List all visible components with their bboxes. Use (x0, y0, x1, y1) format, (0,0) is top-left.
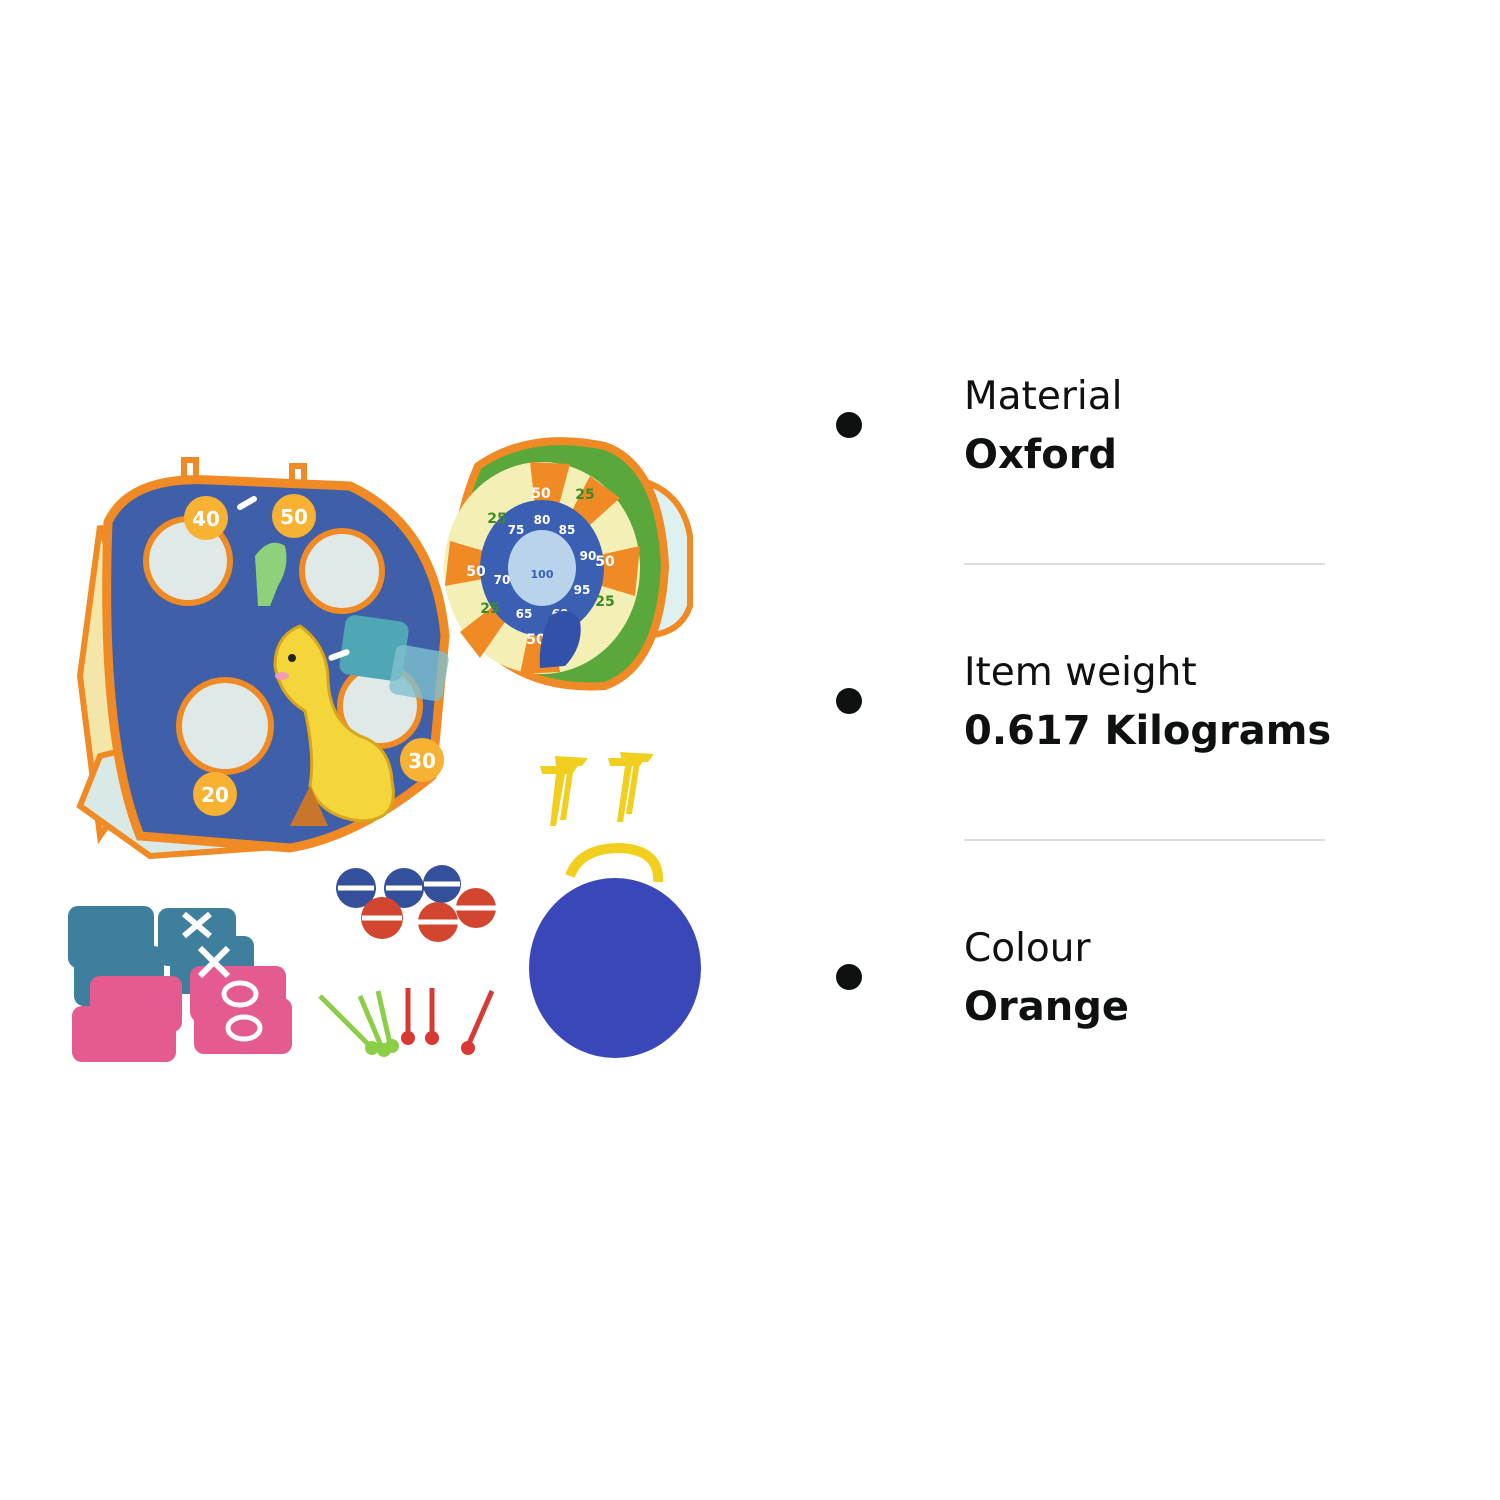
bullet-icon (836, 964, 862, 990)
dart-score-label: 50 (595, 554, 615, 570)
dart-score-label: 25 (595, 594, 614, 610)
attribute-material: Material Oxford (836, 370, 1326, 490)
dart-score-label: 25 (575, 487, 594, 503)
toss-hole (176, 677, 274, 775)
bean-bag (339, 615, 409, 681)
score-badge-label: 30 (408, 749, 436, 773)
bean-bag (389, 644, 449, 702)
toss-hole (299, 528, 385, 614)
attribute-value: Orange (964, 984, 1129, 1030)
dart-score-label: 85 (559, 523, 576, 537)
score-badge (400, 738, 444, 782)
score-badge-label: 20 (201, 783, 229, 807)
storage-bag (529, 842, 701, 1058)
dart-score-label: 80 (534, 513, 551, 527)
score-badge (272, 494, 316, 538)
bullet-icon (836, 412, 862, 438)
velcro-balls (336, 865, 496, 942)
score-badge-label: 40 (192, 507, 220, 531)
attribute-label: Colour (964, 926, 1091, 971)
dart-score-label: 70 (494, 573, 511, 587)
attribute-value: Oxford (964, 432, 1118, 478)
toss-board: 40 50 20 30 (102, 457, 450, 853)
dinosaur-illustration (255, 542, 287, 606)
dinosaur-illustration (273, 624, 395, 823)
dart-score-label: 65 (516, 607, 533, 621)
dart-score-label: 50 (466, 564, 486, 580)
volcano-illustration (290, 786, 328, 826)
dinosaur-illustration (539, 611, 581, 668)
product-image: 40 50 20 30 (60, 436, 710, 1076)
attribute-label: Material (964, 374, 1123, 419)
dart-score-label: 25 (480, 601, 499, 617)
dart-score-label: 75 (508, 523, 525, 537)
attribute-label: Item weight (964, 650, 1197, 695)
dart-score-label: 50 (531, 486, 551, 502)
attribute-colour: Colour Orange (836, 922, 1326, 1042)
attribute-value: 0.617 Kilograms (964, 708, 1332, 754)
bean-bags (68, 906, 292, 1062)
bullet-icon (836, 688, 862, 714)
divider (964, 839, 1325, 841)
darts (318, 988, 495, 1057)
ground-stakes (540, 752, 654, 826)
dart-score-label: 100 (531, 568, 554, 581)
dart-score-label: 90 (580, 549, 597, 563)
score-badge-label: 50 (280, 505, 308, 529)
score-badge (193, 772, 237, 816)
divider (964, 563, 1325, 565)
attribute-item-weight: Item weight 0.617 Kilograms (836, 646, 1331, 766)
dart-score-label: 95 (574, 583, 591, 597)
dart-board: 50 25 25 50 50 25 25 50 75 80 85 90 95 6… (444, 437, 693, 691)
score-badge (184, 496, 228, 540)
dart-score-label: 25 (487, 511, 506, 527)
